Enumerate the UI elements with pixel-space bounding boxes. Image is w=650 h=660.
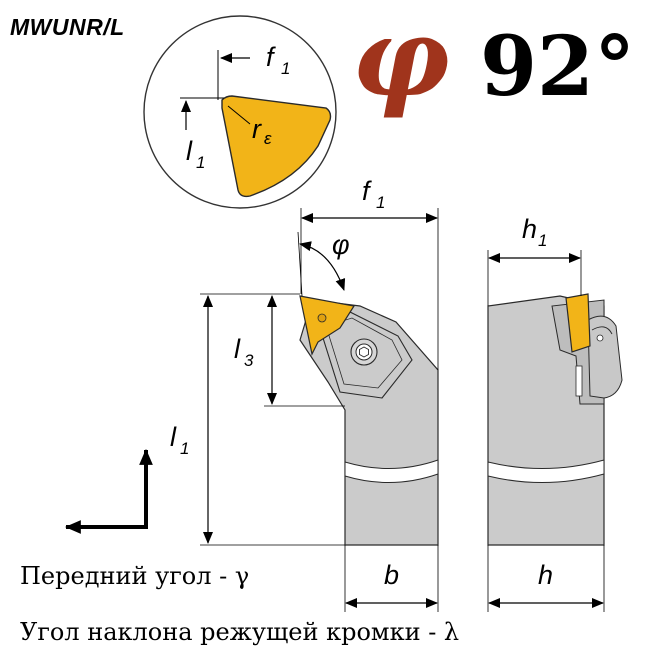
insert-detail-view: f 1 l 1 r ε: [143, 15, 337, 209]
holder-side-view: f 1 φ l 1 l 3 b: [170, 176, 439, 612]
f1-detail-subscript: 1: [281, 59, 290, 78]
tool-code-label: MWUNR/L: [10, 14, 125, 40]
insert-detail-shape: [221, 95, 332, 198]
f1-side-label: f: [362, 176, 372, 206]
radius-leader: [227, 105, 251, 125]
rake-angle-caption: Передний угол - γ: [20, 562, 250, 590]
l3-side-subscript: 3: [244, 351, 254, 370]
l1-detail-label: l: [186, 136, 193, 166]
h1-label: h: [522, 214, 537, 244]
l1-side-label: l: [170, 422, 177, 452]
l1-detail-subscript: 1: [196, 153, 205, 172]
insert-side: [299, 295, 355, 356]
phi-label: φ: [332, 230, 350, 260]
b-label: b: [384, 560, 399, 590]
approach-angle-value: 92°: [480, 19, 636, 115]
f1-side-subscript: 1: [376, 193, 385, 212]
radius-label: r: [252, 114, 262, 144]
holder-front-view: h 1 h: [487, 214, 623, 612]
h1-subscript: 1: [538, 231, 547, 250]
edge-inclination-caption: Угол наклона режущей кромки - λ: [20, 618, 460, 646]
l1-side-subscript: 1: [180, 439, 189, 458]
phi-angle-arc: [299, 241, 346, 291]
phi-symbol: φ: [352, 0, 450, 121]
l3-side-label: l: [234, 334, 241, 364]
f1-detail-label: f: [266, 42, 276, 72]
h-label: h: [538, 560, 553, 590]
feed-direction-axes-icon: [64, 448, 153, 534]
radius-subscript: ε: [264, 129, 272, 148]
